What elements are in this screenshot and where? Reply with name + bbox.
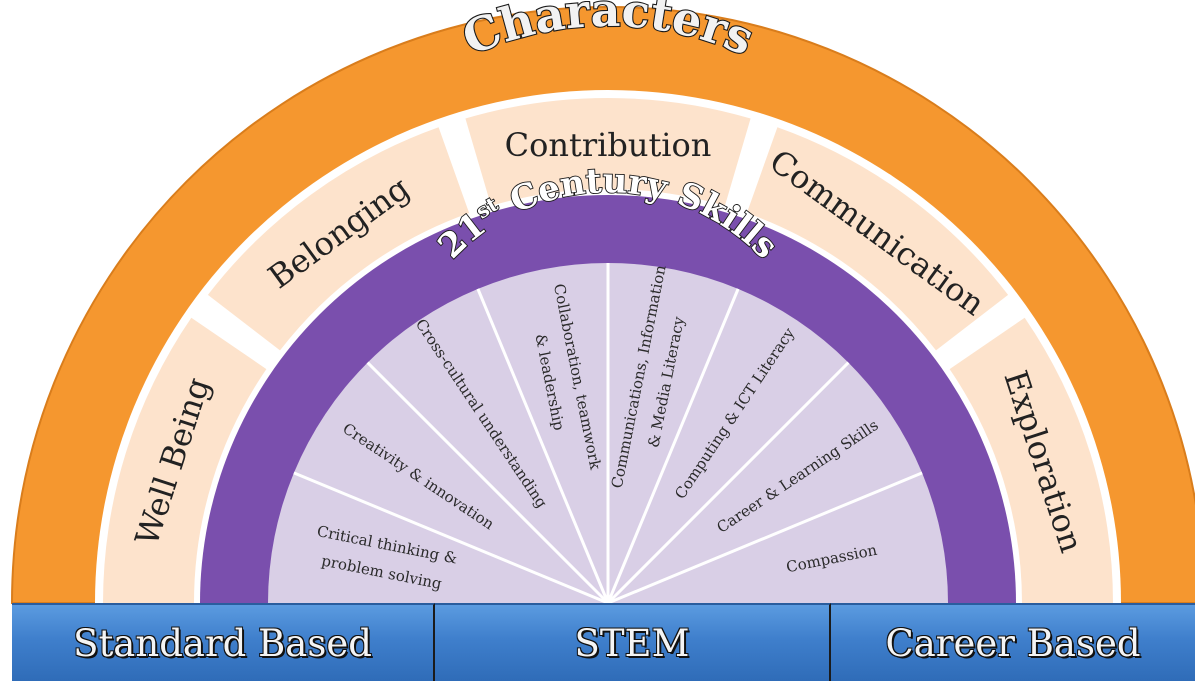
skill-dividers xyxy=(293,263,923,605)
skill-divider xyxy=(293,471,609,605)
character-segment-exploration xyxy=(949,317,1113,603)
foundation-career-based: Career Based xyxy=(831,603,1195,681)
character-contribution: Contribution xyxy=(505,126,712,164)
character-segment-well-being xyxy=(103,317,267,603)
skill-divider xyxy=(606,288,740,604)
foundation-stem: STEM xyxy=(435,603,831,681)
skill-divider xyxy=(476,288,610,604)
foundation-standard-based: Standard Based xyxy=(12,603,435,681)
skill-divider xyxy=(607,471,923,605)
foundation-bar: Standard Based STEM Career Based xyxy=(12,603,1195,681)
skill-divider xyxy=(366,361,610,605)
skill-divider xyxy=(606,361,850,605)
character-segments xyxy=(103,97,1113,603)
character-segment-communication xyxy=(746,127,1009,351)
character-segment-belonging xyxy=(207,127,470,351)
character-segment-contribution xyxy=(465,97,751,206)
